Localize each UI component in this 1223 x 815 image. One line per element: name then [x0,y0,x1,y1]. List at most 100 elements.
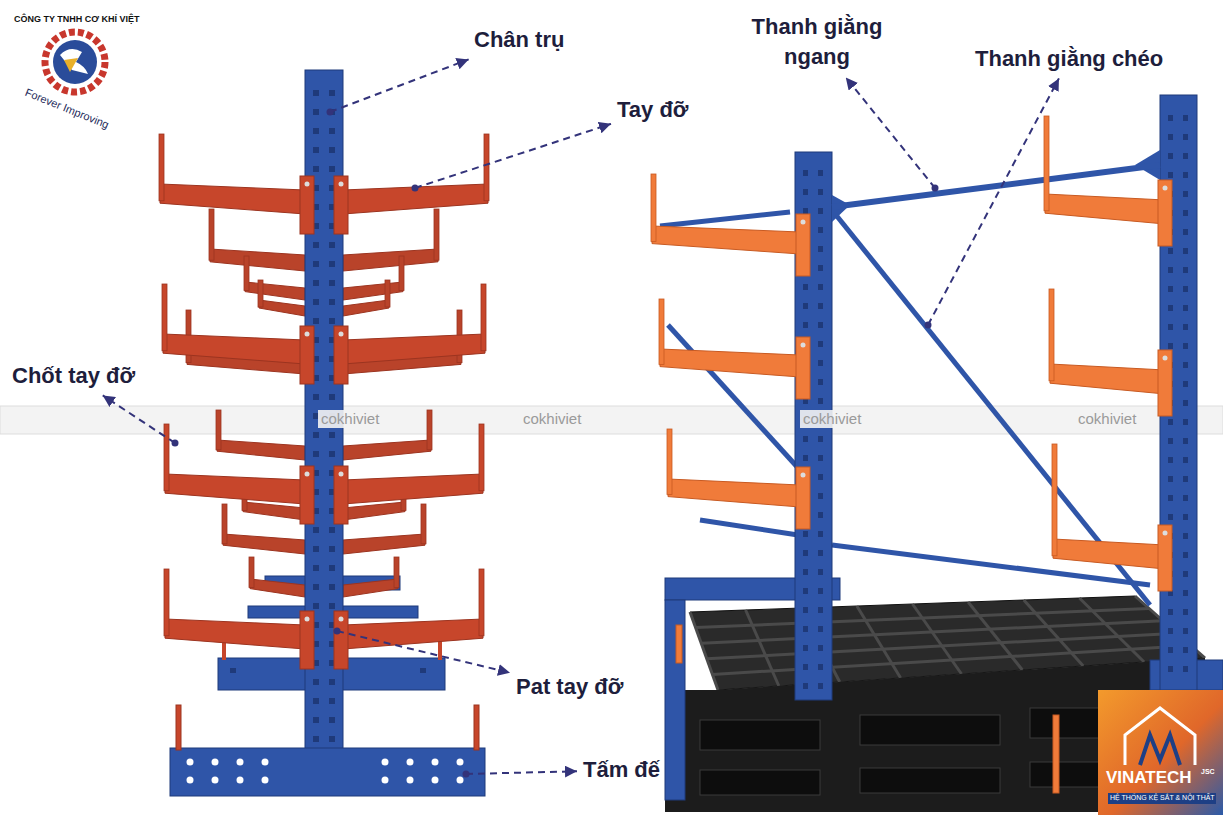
hole [1183,628,1188,634]
support-arm [660,349,800,377]
hole [1183,381,1188,387]
hole [818,246,823,252]
hole [1183,191,1188,197]
hole [1183,438,1188,444]
hole [803,569,808,575]
arm-pin [651,174,656,241]
hole [329,546,335,552]
hole [818,664,823,670]
leader-line [928,78,1059,325]
hole [1168,134,1173,140]
hole [329,128,335,134]
hole [230,668,236,673]
leader-line [330,59,469,112]
hole [1183,305,1188,311]
arm-pin [385,280,390,307]
vinatech-logo [1098,690,1223,815]
hole [818,322,823,328]
leader-dot [334,628,341,635]
watermark: cokhiviet [800,410,864,428]
hole [818,170,823,176]
company-logo [45,32,105,92]
hole [818,436,823,442]
arm-bracket [300,176,314,234]
hole [818,303,823,309]
arm-pin [222,504,227,544]
support-arm [245,282,305,300]
hole [818,607,823,613]
hole [818,626,823,632]
hole [313,318,319,324]
hole [313,166,319,172]
hole [803,683,808,689]
support-arm [160,184,305,214]
leader-dot [925,322,932,329]
hole [313,394,319,400]
hole [313,280,319,286]
hole [818,455,823,461]
watermark: cokhiviet [520,410,584,428]
support-arm [165,619,305,649]
hole [818,645,823,651]
hole [803,455,808,461]
hole [818,189,823,195]
hole [1168,172,1173,178]
brace [700,520,798,535]
arm-pin [659,299,664,364]
arm-pin [244,256,249,290]
hole [313,432,319,438]
hole [1183,495,1188,501]
hole [1183,400,1188,406]
hole [1183,552,1188,558]
arm-pin [249,557,254,587]
support-arm [343,534,425,554]
hole [803,550,808,556]
hole [313,527,319,533]
support-arm [343,474,483,504]
hole [329,166,335,172]
hole [329,147,335,153]
hole [818,227,823,233]
hole [803,607,808,613]
hole [329,432,335,438]
hole [818,531,823,537]
hole [329,261,335,267]
hole [313,584,319,590]
arm-bracket [334,466,348,524]
hole [1183,115,1188,121]
brand-suffix: JSC [1201,768,1215,776]
hole [313,147,319,153]
hole [818,569,823,575]
arm-pin [394,557,399,587]
hole [420,668,426,673]
hole [1168,419,1173,425]
hole [1168,666,1173,672]
hole [1168,286,1173,292]
arm-bracket [334,611,348,669]
hole [329,584,335,590]
hole [329,318,335,324]
hole [1168,153,1173,159]
hole [1183,267,1188,273]
support-arm [343,619,483,649]
leader-dot [327,109,334,116]
hole [313,717,319,723]
arm-pin [216,410,221,450]
part-label: Pat tay đỡ [516,674,623,700]
arm-bracket [1158,525,1172,591]
hole [803,322,808,328]
leader-line [415,124,611,188]
support-arm [165,474,305,504]
hole [1168,628,1173,634]
support-arm [259,300,305,316]
part-label: Tay đỡ [617,97,688,123]
hole [1168,609,1173,615]
hole [329,736,335,742]
arm-pin [399,256,404,290]
support-arm [668,479,800,507]
hole [818,493,823,499]
hole [313,565,319,571]
hole [818,265,823,271]
hole [1183,248,1188,254]
